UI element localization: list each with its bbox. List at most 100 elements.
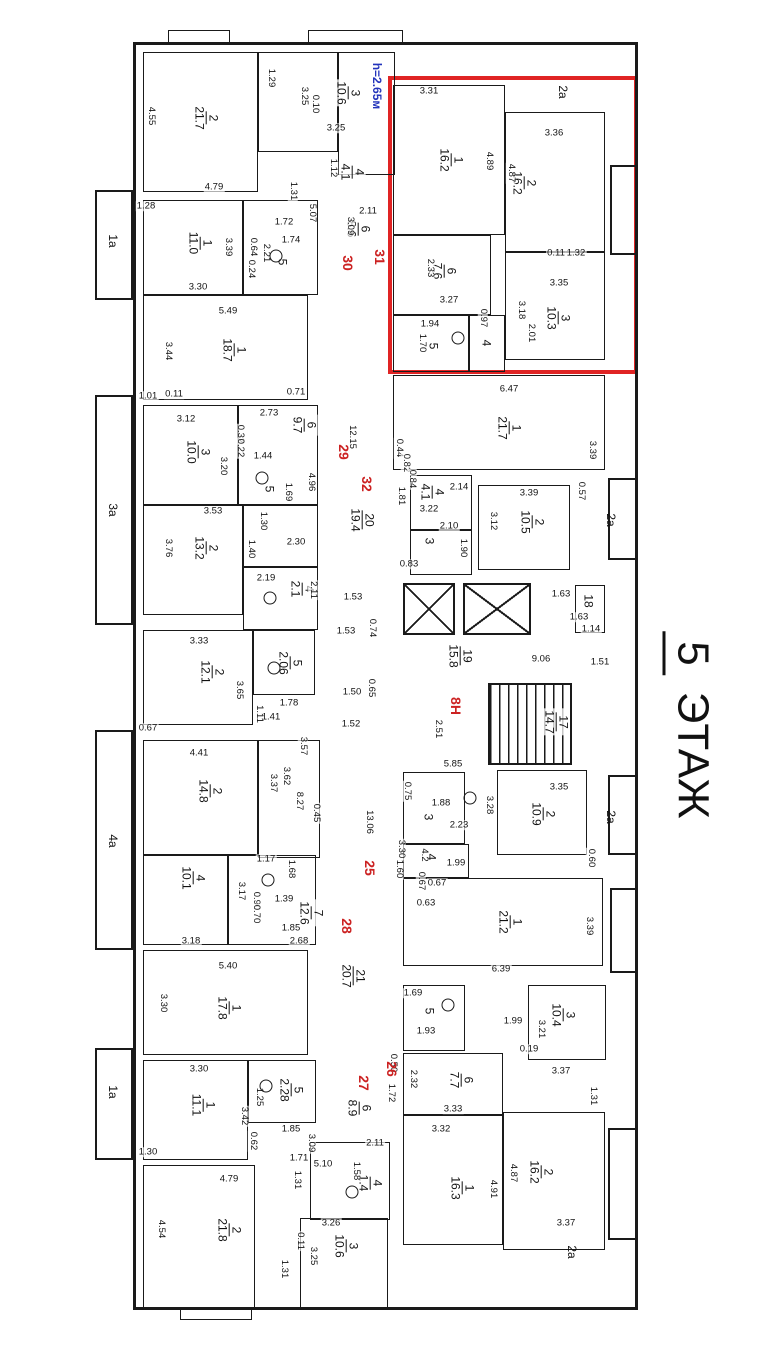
dimension-label: 1.30 bbox=[137, 1146, 159, 1158]
room-area: 16.2 bbox=[437, 148, 452, 172]
dimension-label: 3.57 bbox=[297, 735, 309, 757]
dimension-label: 1.31 bbox=[278, 1258, 290, 1280]
dimension-label: 3.09 bbox=[344, 215, 356, 237]
dimension-label: 3.37 bbox=[555, 1217, 577, 1229]
room-number: 3 bbox=[557, 311, 573, 325]
wall-rect bbox=[393, 85, 505, 235]
dimension-label: 1.94 bbox=[419, 318, 441, 330]
wall-rect bbox=[243, 505, 318, 567]
dimension-label: 5.85 bbox=[442, 758, 464, 770]
room-number: 1 bbox=[233, 343, 249, 357]
room-number: 17 bbox=[555, 712, 571, 732]
dimension-label: 1.39 bbox=[273, 893, 295, 905]
dimension-label: 4.87 bbox=[505, 162, 517, 184]
dimension-label: 0.97 bbox=[477, 307, 489, 329]
dimension-label: 1.70 bbox=[416, 332, 428, 354]
dimension-label: 0.64 bbox=[247, 236, 259, 258]
dimension-label: 0.45 bbox=[310, 802, 322, 824]
dimension-label: 2.23 bbox=[448, 819, 470, 831]
room-area: 2.28 bbox=[277, 1078, 292, 1102]
room-number: 4 bbox=[192, 871, 208, 885]
wall-rect bbox=[403, 772, 465, 844]
room-number: 4 bbox=[479, 339, 494, 347]
plumbing-fixture-icon bbox=[267, 661, 281, 675]
dimension-label: 4.79 bbox=[218, 1173, 240, 1185]
balcony bbox=[95, 730, 133, 950]
apartment-number: 25 bbox=[362, 860, 378, 876]
dimension-label: 1.52 bbox=[340, 718, 362, 730]
room-area: 10.9 bbox=[529, 802, 544, 826]
room-area: 10.6 bbox=[334, 81, 349, 105]
room-number: 2 bbox=[209, 784, 225, 798]
room-label: 18 bbox=[581, 591, 596, 611]
apartment-number: 26 bbox=[384, 1061, 400, 1077]
section-label: 1a bbox=[106, 1085, 120, 1099]
wall-rect bbox=[393, 235, 491, 315]
apartment-number: 28 bbox=[339, 918, 355, 934]
dimension-label: 0.24 bbox=[245, 258, 257, 280]
plumbing-fixture-icon bbox=[263, 591, 277, 605]
room-number: 5 bbox=[290, 1083, 306, 1097]
dimension-label: 3.62 bbox=[280, 765, 292, 787]
room-number: 19 bbox=[459, 646, 475, 666]
plumbing-fixture-icon bbox=[345, 1185, 359, 1199]
apartment-number: 29 bbox=[336, 444, 352, 460]
balcony bbox=[608, 775, 638, 855]
dimension-label: 3.37 bbox=[267, 772, 279, 794]
dimension-label: 0.60 bbox=[585, 847, 597, 869]
dimension-label: 0.11 bbox=[546, 247, 566, 259]
wall-rect bbox=[143, 52, 258, 192]
room-number: 3 bbox=[421, 813, 436, 821]
dimension-label: 3.53 bbox=[202, 505, 224, 517]
dimension-label: 0.63 bbox=[415, 897, 437, 909]
room-number: 1 bbox=[509, 915, 525, 929]
room-area: 12.1 bbox=[198, 660, 213, 684]
floor-word: ЭТАЖ bbox=[668, 691, 718, 819]
wall-rect bbox=[243, 200, 318, 295]
room-number: 1 bbox=[228, 1001, 244, 1015]
dimension-label: 0.19 bbox=[518, 1043, 540, 1055]
room-number: 1 bbox=[199, 236, 215, 250]
wall-rect bbox=[528, 985, 606, 1060]
apartment-number: 31 bbox=[372, 249, 388, 265]
dimension-label: 1.01 bbox=[137, 390, 159, 402]
room-label: 5 bbox=[422, 1004, 437, 1018]
dimension-label: 1.51 bbox=[589, 656, 611, 668]
dimension-label: 1.69 bbox=[282, 481, 294, 503]
wall-rect bbox=[143, 630, 253, 725]
dimension-label: 3.25 bbox=[298, 85, 310, 107]
wall-rect bbox=[248, 1060, 316, 1123]
room-number: 7 bbox=[310, 906, 326, 920]
dimension-label: 4.91 bbox=[487, 1178, 499, 1200]
dimension-label: 1.31 bbox=[291, 1169, 303, 1191]
section-label: 2a bbox=[556, 85, 570, 99]
room-area: 9.7 bbox=[290, 416, 305, 434]
dimension-label: 2.11 bbox=[365, 1137, 385, 1149]
wall-rect bbox=[300, 1218, 388, 1310]
wall-rect bbox=[143, 950, 308, 1055]
plumbing-fixture-icon bbox=[451, 331, 465, 345]
dimension-label: 0.84 bbox=[406, 468, 418, 490]
dimension-label: 3.26 bbox=[320, 1217, 342, 1229]
dimension-label: 1.78 bbox=[278, 697, 300, 709]
dimension-label: 1.68 bbox=[285, 858, 297, 880]
dimension-label: 1.50 bbox=[341, 686, 363, 698]
dimension-label: 2.32 bbox=[407, 1068, 419, 1090]
dimension-label: 3.31 bbox=[418, 85, 440, 97]
dimension-label: 1.40 bbox=[245, 538, 257, 560]
dimension-label: 4.87 bbox=[507, 1162, 519, 1184]
dimension-label: 1.85 bbox=[280, 1123, 302, 1135]
room-area: 11.0 bbox=[186, 231, 201, 255]
dimension-label: 1.32 bbox=[565, 247, 587, 259]
dimension-label: 3.18 bbox=[180, 935, 202, 947]
room-number: 2 bbox=[228, 1223, 244, 1237]
room-number: 5 bbox=[426, 342, 441, 350]
